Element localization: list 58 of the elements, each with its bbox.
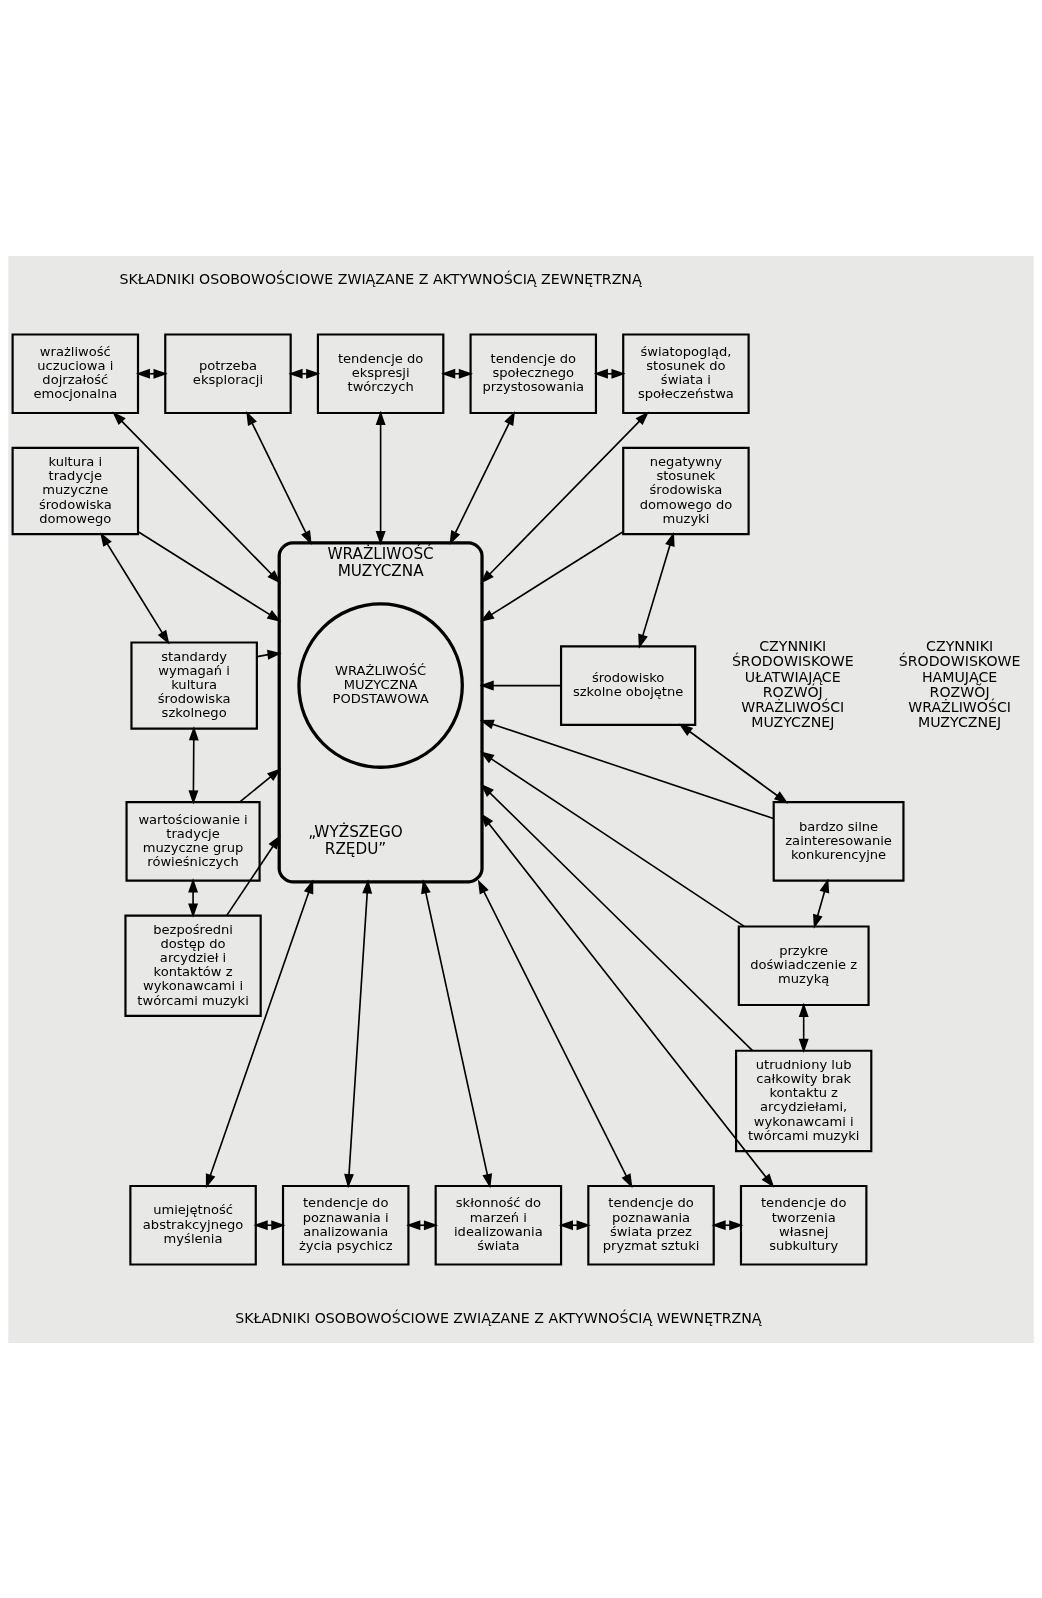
node-box: tendencje do tworzenia własnej subkultury	[739, 1184, 868, 1266]
node-box: tendencje do poznawania świata przez pryzmat sztuki	[587, 1184, 715, 1266]
arrow	[406, 1219, 439, 1230]
arrow	[137, 530, 282, 622]
arrow	[479, 719, 775, 819]
node-box: potrzeba eksploracji	[164, 332, 292, 414]
node-box: utrudniony lub całkowity brak kontaktu z arcydziełami, wykonawcami i twórcami muzyki	[735, 1049, 873, 1152]
arrow	[344, 878, 373, 1188]
label: SKŁADNIKI OSOBOWOŚCIOWE ZWIĄZANE Z AKTYWNOŚCIĄ WEWNĘTRZNĄ	[235, 1309, 762, 1326]
arrow	[678, 723, 789, 804]
node-box: skłonność do marzeń i idealizowania świata	[434, 1184, 563, 1266]
label: CZYNNIKI ŚRODOWISKOWE HAMUJĄCE ROZWÓJ WRAŻLIWOŚCI MUZYCZNEJ	[898, 637, 1021, 730]
arrow	[593, 368, 626, 379]
arrow	[798, 1002, 809, 1053]
arrow	[477, 879, 633, 1188]
node-box: kultura i tradycje muzyczne środowiska domowego	[11, 446, 140, 535]
arrow	[239, 767, 282, 803]
node-box: wrażliwość uczuciowa i dojrzałość emocjonalna	[11, 332, 140, 414]
arrow	[480, 410, 649, 584]
node-box: tendencje do ekspresji twórczych	[316, 332, 445, 414]
arrow	[246, 410, 312, 545]
node-box: środowisko szkolne obojętne	[560, 644, 697, 726]
arrow	[188, 725, 199, 805]
node-box: tendencje do poznawania i analizowania życia psychicz	[281, 1184, 410, 1266]
node-circle: WRAŻLIWOŚĆ MUZYCZNA PODSTAWOWA	[297, 601, 464, 769]
arrow	[480, 812, 775, 1188]
arrow	[256, 649, 282, 660]
arrow	[479, 680, 562, 691]
arrow	[449, 410, 516, 545]
node-box: wartościowanie i tradycje muzyczne grup rówieśniczych	[125, 800, 261, 882]
node-box: umiejętność abstrakcyjnego myślenia	[129, 1184, 257, 1266]
arrow	[288, 368, 321, 379]
label: SKŁADNIKI OSOBOWOŚCIOWE ZWIĄZANE Z AKTYWNOŚCIĄ ZEWNĘTRZNĄ	[119, 270, 642, 287]
arrow	[479, 750, 746, 927]
arrow	[188, 877, 199, 918]
node-box: światopogląd, stosunek do świata i społeczeństwa	[622, 332, 750, 414]
arrow	[253, 1219, 286, 1230]
arrow	[480, 782, 754, 1051]
arrow	[100, 531, 170, 644]
arrow	[441, 368, 473, 379]
label: CZYNNIKI ŚRODOWISKOWE UŁATWIAJĄCE ROZWÓJ WRAŻLIWOŚCI MUZYCZNEJ	[731, 637, 854, 730]
node-box: tendencje do społecznego przystosowania	[469, 332, 598, 414]
node-box: bardzo silne zainteresowanie konkurencyjne	[772, 800, 905, 882]
arrow	[112, 410, 281, 584]
node-box: negatywny stosunek środowiska domowego do muzyki	[622, 446, 750, 535]
arrow	[479, 530, 624, 622]
node-box: przykre doświadczenie z muzyką	[737, 924, 870, 1006]
node-box: bezpośredni dostęp do arcydzieł i kontaktów z wykonawcami i twórcami muzyki	[124, 914, 262, 1017]
arrow	[205, 878, 314, 1188]
arrow	[638, 531, 675, 649]
arrow	[421, 878, 493, 1188]
node-box: standardy wymagań i kultura środowiska szkolnego	[130, 640, 258, 730]
arrow	[375, 410, 386, 545]
arrow	[226, 834, 281, 916]
arrow	[135, 368, 168, 379]
arrow	[558, 1219, 591, 1230]
arrow	[711, 1219, 744, 1230]
arrow	[813, 877, 830, 929]
